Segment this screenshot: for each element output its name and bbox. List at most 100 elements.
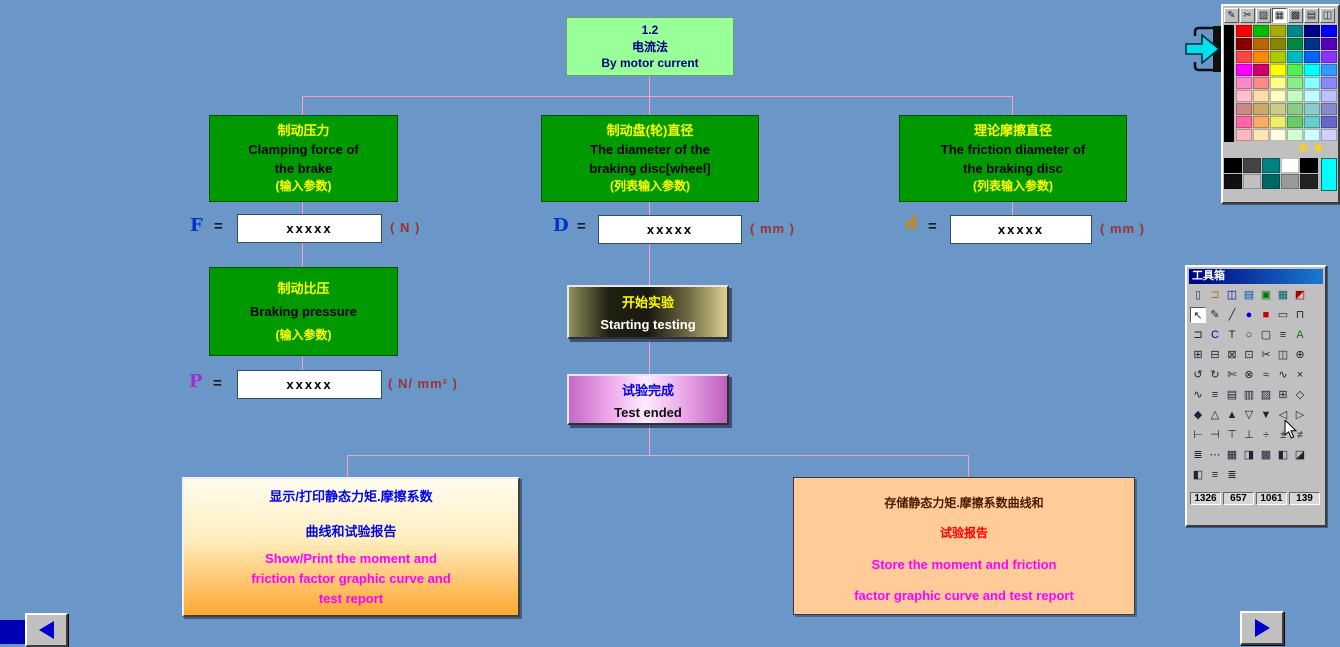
palette-color-swatch[interactable] [1243, 174, 1261, 189]
palette-cyan-swatch[interactable] [1321, 158, 1337, 191]
toolbox-tool-icon[interactable]: × [1296, 369, 1304, 381]
toolbox-tool-icon[interactable]: ▨ [1260, 389, 1272, 401]
start-testing-button[interactable]: 开始实验 Starting testing [567, 285, 729, 339]
palette-color-swatch[interactable] [1270, 90, 1286, 102]
toolbox-tool-icon[interactable]: ▣ [1260, 289, 1272, 301]
store-report-button[interactable]: 存储静态力矩.摩擦系数曲线和 试验报告 Store the moment and… [793, 477, 1135, 615]
toolbox-tool-icon[interactable]: ▼ [1260, 409, 1272, 421]
palette-special-icon[interactable]: ✱ [1298, 143, 1308, 155]
toolbox-tool-icon[interactable]: ○ [1245, 329, 1253, 341]
palette-color-swatch[interactable] [1321, 129, 1337, 141]
palette-color-swatch[interactable] [1304, 103, 1320, 115]
toolbox-tool-icon[interactable]: ▤ [1226, 389, 1238, 401]
toolbox-tool-icon[interactable]: ■ [1262, 309, 1270, 321]
palette-color-swatch[interactable] [1287, 38, 1303, 50]
toolbox-tool-icon[interactable]: ◆ [1193, 409, 1203, 421]
palette-color-swatch[interactable] [1304, 77, 1320, 89]
toolbox-tool-icon[interactable]: ⊞ [1193, 349, 1203, 361]
palette-color-swatch[interactable] [1224, 158, 1242, 173]
toolbox-tool-icon[interactable]: ▦ [1277, 289, 1289, 301]
toolbox-tool-icon[interactable]: ⊢ [1193, 429, 1203, 441]
toolbox-tool-icon[interactable]: ⊐ [1210, 289, 1220, 301]
toolbox-tool-icon[interactable]: ⊟ [1210, 349, 1220, 361]
palette-color-swatch[interactable] [1281, 158, 1299, 173]
palette-color-swatch[interactable] [1253, 77, 1269, 89]
palette-color-swatch[interactable] [1270, 38, 1286, 50]
toolbox-tool-icon[interactable]: ⊡ [1244, 349, 1254, 361]
palette-special-icon[interactable]: ✱ [1313, 143, 1323, 155]
toolbox-tool-icon[interactable]: ≈ [1262, 369, 1270, 381]
palette-color-swatch[interactable] [1304, 90, 1320, 102]
palette-color-swatch[interactable] [1300, 158, 1318, 173]
toolbox-tool-icon[interactable]: ≣ [1193, 449, 1203, 461]
exit-icon[interactable] [1183, 24, 1227, 74]
toolbox-tool-icon[interactable]: ◫ [1226, 289, 1238, 301]
palette-color-swatch[interactable] [1270, 116, 1286, 128]
palette-color-swatch[interactable] [1281, 174, 1299, 189]
palette-color-swatch[interactable] [1304, 38, 1320, 50]
toolbox-tool-icon[interactable]: ◇ [1295, 389, 1305, 401]
palette-color-swatch[interactable] [1287, 129, 1303, 141]
toolbox-tool-icon[interactable]: ⊗ [1244, 369, 1254, 381]
toolbox-tool-icon[interactable]: ▢ [1260, 329, 1272, 341]
palette-color-swatch[interactable] [1321, 77, 1337, 89]
toolbox-tool-icon[interactable]: ✄ [1227, 369, 1237, 381]
toolbox-titlebar[interactable]: 工具箱 [1189, 269, 1323, 284]
palette-color-swatch[interactable] [1253, 25, 1269, 37]
toolbox-tool-icon[interactable]: ● [1245, 309, 1253, 321]
palette-color-swatch[interactable] [1321, 116, 1337, 128]
toolbox-tool-icon[interactable]: △ [1210, 409, 1220, 421]
palette-color-swatch[interactable] [1253, 90, 1269, 102]
toolbox-tool-icon[interactable]: ▯ [1194, 289, 1202, 301]
palette-color-swatch[interactable] [1253, 38, 1269, 50]
palette-color-swatch[interactable] [1321, 90, 1337, 102]
palette-color-swatch[interactable] [1236, 64, 1252, 76]
toolbox-tool-icon[interactable]: ≣ [1227, 469, 1237, 481]
palette-color-swatch[interactable] [1243, 158, 1261, 173]
palette-color-swatch[interactable] [1236, 25, 1252, 37]
palette-color-swatch[interactable] [1304, 129, 1320, 141]
palette-color-swatch[interactable] [1304, 64, 1320, 76]
toolbox-tool-icon[interactable]: ▦ [1226, 449, 1238, 461]
palette-color-swatch[interactable] [1321, 103, 1337, 115]
palette-tool-icon[interactable]: ▩ [1288, 8, 1303, 23]
toolbox-tool-icon[interactable]: ↺ [1193, 369, 1203, 381]
toolbox-tool-icon[interactable]: ▤ [1243, 289, 1255, 301]
next-page-button[interactable] [1240, 611, 1284, 645]
palette-color-swatch[interactable] [1300, 174, 1318, 189]
palette-color-swatch[interactable] [1287, 77, 1303, 89]
toolbox-tool-icon[interactable]: ▷ [1295, 409, 1305, 421]
palette-color-swatch[interactable] [1253, 64, 1269, 76]
toolbox-tool-icon[interactable]: ⊐ [1193, 329, 1203, 341]
input-field-D[interactable]: xxxxx [598, 215, 742, 244]
toolbox-tool-icon[interactable]: ✂ [1261, 349, 1271, 361]
toolbox-tool-icon[interactable]: ▥ [1243, 389, 1255, 401]
toolbox-tool-icon[interactable]: ╱ [1228, 309, 1236, 321]
palette-color-swatch[interactable] [1270, 103, 1286, 115]
toolbox-tool-icon[interactable]: ⊓ [1295, 309, 1305, 321]
palette-color-swatch[interactable] [1304, 116, 1320, 128]
palette-color-swatch[interactable] [1236, 90, 1252, 102]
palette-color-swatch[interactable] [1287, 25, 1303, 37]
palette-color-swatch[interactable] [1270, 64, 1286, 76]
toolbox-tool-icon[interactable]: ∿ [1278, 369, 1288, 381]
palette-color-swatch[interactable] [1262, 174, 1280, 189]
palette-tool-icon[interactable]: ▤ [1304, 8, 1319, 23]
toolbox-tool-icon[interactable]: ⊞ [1278, 389, 1288, 401]
toolbox-tool-icon[interactable]: ◧ [1192, 469, 1204, 481]
toolbox-tool-icon[interactable]: ▭ [1277, 309, 1289, 321]
palette-color-swatch[interactable] [1236, 103, 1252, 115]
toolbox-tool-icon[interactable]: ∿ [1193, 389, 1203, 401]
palette-tool-icon[interactable]: ✎ [1224, 8, 1239, 23]
palette-color-swatch[interactable] [1270, 129, 1286, 141]
palette-color-swatch[interactable] [1321, 38, 1337, 50]
palette-color-swatch[interactable] [1236, 129, 1252, 141]
toolbox-tool-icon[interactable]: ⊣ [1210, 429, 1220, 441]
toolbox-tool-icon[interactable]: ◩ [1294, 289, 1306, 301]
palette-color-swatch[interactable] [1304, 51, 1320, 63]
palette-color-swatch[interactable] [1321, 64, 1337, 76]
toolbox-tool-icon[interactable]: ⋯ [1209, 449, 1221, 461]
toolbox-tool-icon[interactable]: ⊠ [1227, 349, 1237, 361]
input-field-F[interactable]: xxxxx [237, 214, 382, 243]
toolbox-tool-icon[interactable]: ▽ [1244, 409, 1254, 421]
